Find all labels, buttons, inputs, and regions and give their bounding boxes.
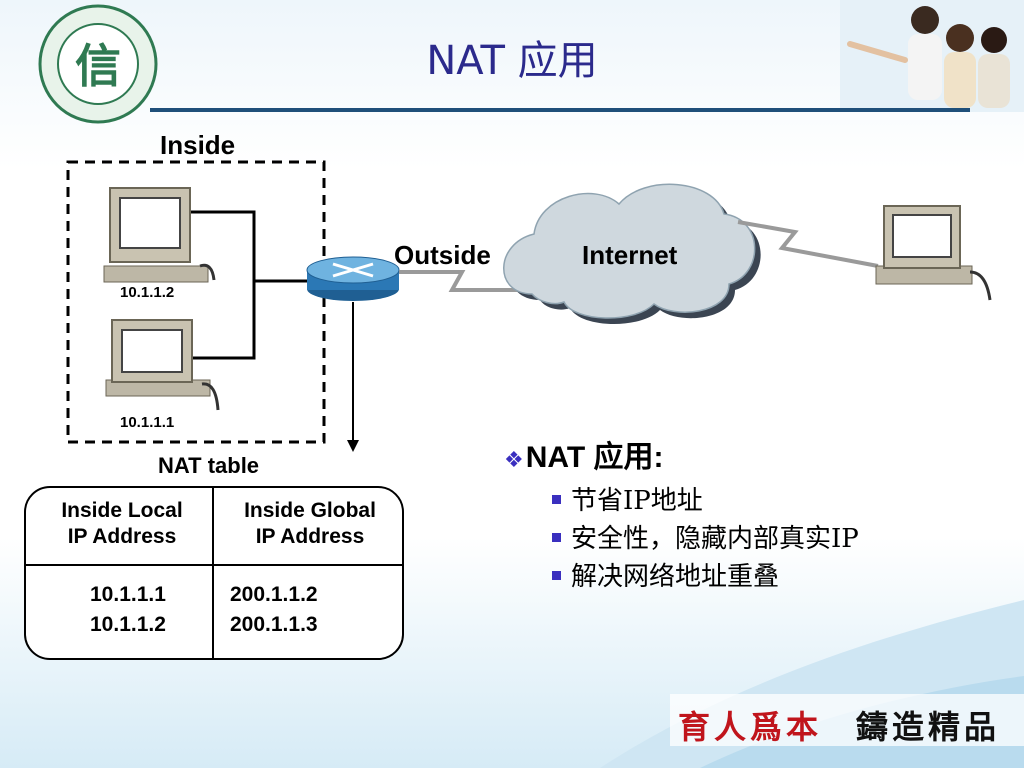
- slogan-black: 鑄造精品: [856, 708, 1001, 746]
- computer-icon-remote: [875, 205, 992, 301]
- slogan-red: 育人爲本: [678, 708, 823, 746]
- bullet-text: 安全性，隐藏内部真实IP: [571, 524, 859, 554]
- header-line: Inside Local: [61, 499, 183, 522]
- square-bullet-icon: [552, 494, 561, 504]
- bullet-text: 节省IP地址: [571, 486, 703, 516]
- lan-wiring: [190, 210, 308, 360]
- router-icon: [306, 256, 400, 301]
- table-cell: 10.1.1.2: [90, 613, 166, 636]
- outside-label: Outside: [394, 240, 491, 270]
- nat-table: Inside Local IP Address Inside Global IP…: [24, 486, 404, 660]
- people-photo: [840, 0, 1024, 112]
- diamond-bullet-icon: ❖: [504, 447, 524, 472]
- inside-boundary: [66, 160, 326, 444]
- nat-table-title: NAT table: [158, 453, 260, 478]
- nat-table-arrow: [347, 302, 359, 452]
- internet-label: Internet: [582, 240, 678, 270]
- table-cell: 10.1.1.1: [90, 583, 166, 606]
- inside-label: Inside: [160, 130, 236, 160]
- header-line: IP Address: [255, 525, 365, 548]
- header-line: IP Address: [67, 525, 177, 548]
- header-line: Inside Global: [244, 499, 376, 522]
- table-cell: 200.1.1.3: [230, 613, 318, 636]
- bullet-item: 节省IP地址: [552, 480, 703, 517]
- remote-link: [737, 220, 879, 268]
- table-header-inside-local: Inside Local IP Address: [34, 498, 210, 550]
- bullet-heading: ❖NAT 应用:: [504, 432, 664, 476]
- host-ip-label: 10.1.1.1: [120, 414, 175, 431]
- table-header-divider: [26, 564, 402, 566]
- square-bullet-icon: [552, 570, 561, 580]
- bullet-item: 安全性，隐藏内部真实IP: [552, 518, 859, 555]
- computer-icon-host2: [105, 319, 220, 411]
- computer-icon-host1: [103, 187, 216, 283]
- square-bullet-icon: [552, 532, 561, 542]
- table-cell: 200.1.1.2: [230, 583, 318, 606]
- bullet-heading-text: NAT 应用:: [525, 441, 664, 474]
- table-column-divider: [212, 488, 214, 658]
- svg-text:信: 信: [75, 39, 121, 93]
- internet-cloud-icon: [503, 183, 761, 325]
- bullet-text: 解决网络地址重叠: [571, 562, 780, 592]
- table-header-inside-global: Inside Global IP Address: [218, 498, 402, 550]
- bullet-item: 解决网络地址重叠: [552, 556, 779, 593]
- host-ip-label: 10.1.1.2: [120, 284, 175, 301]
- header-rule: [150, 108, 970, 112]
- slogan-band: [670, 694, 1024, 746]
- page-title: NAT 应用: [426, 38, 598, 84]
- wan-link: [399, 270, 530, 292]
- school-seal-icon: 信: [38, 4, 158, 124]
